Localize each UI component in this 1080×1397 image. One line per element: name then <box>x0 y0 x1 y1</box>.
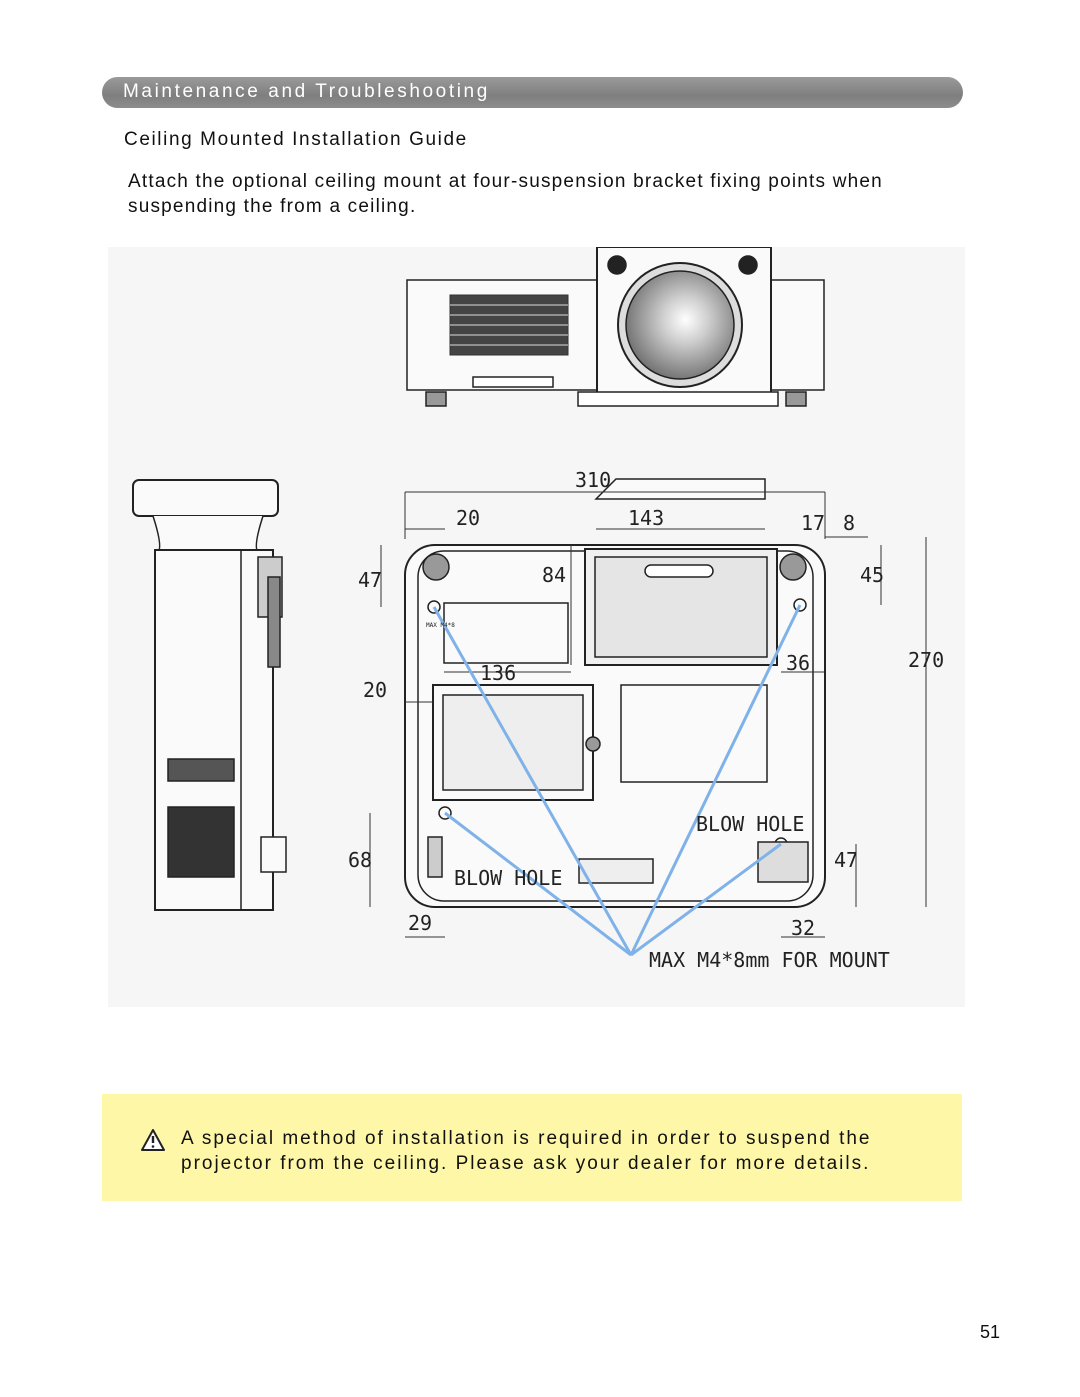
blow-hole-bottom-label: BLOW HOLE <box>454 866 562 890</box>
mount-callout-lines <box>432 604 802 957</box>
projector-diagram: 310 20 143 17 8 47 84 45 270 136 36 20 6… <box>132 247 944 972</box>
dimension-lines <box>369 491 927 938</box>
caution-text: A special method of installation is requ… <box>181 1128 872 1174</box>
dim-left-offset-top: 20 <box>456 506 480 530</box>
caution-box: A special method of installation is requ… <box>102 1094 962 1201</box>
dim-overall-depth: 270 <box>908 648 944 672</box>
dim-left-inner: 136 <box>480 661 516 685</box>
dim-right-vertical-bottom: 47 <box>834 848 858 872</box>
dim-lens-width: 143 <box>628 506 664 530</box>
page-number: 51 <box>980 1322 1001 1342</box>
dim-left-vertical-bottom: 68 <box>348 848 372 872</box>
dim-bottom-left: 29 <box>408 911 432 935</box>
front-vent-grille <box>449 294 569 356</box>
dim-right-vertical-top: 45 <box>860 563 884 587</box>
warning-triangle-icon <box>141 1129 165 1151</box>
section-header-bar: Maintenance and Troubleshooting <box>102 77 963 108</box>
screw-mark-label: MAX M4*8 <box>426 622 455 629</box>
dim-right-small-a: 17 <box>801 511 825 535</box>
dim-overall-width: 310 <box>575 468 611 492</box>
dim-left-offset-mid: 20 <box>363 678 387 702</box>
dim-left-vertical-top: 47 <box>358 568 382 592</box>
blow-hole-right-label: BLOW HOLE <box>696 812 804 836</box>
dim-right-inner: 36 <box>786 651 810 675</box>
intro-paragraph: Attach the optional ceiling mount at fou… <box>128 171 883 217</box>
dim-center-vertical: 84 <box>542 563 566 587</box>
guide-title: Ceiling Mounted Installation Guide <box>124 129 468 150</box>
dim-bottom-right: 32 <box>791 916 815 940</box>
mount-note-label: MAX M4*8mm FOR MOUNT <box>649 948 890 972</box>
section-title: Maintenance and Troubleshooting <box>123 81 490 102</box>
dim-right-small-b: 8 <box>843 511 855 535</box>
bottom-view <box>404 478 826 908</box>
side-view <box>132 479 287 911</box>
front-view <box>406 247 825 407</box>
installation-drawing: 310 20 143 17 8 47 84 45 270 136 36 20 6… <box>108 247 965 1007</box>
